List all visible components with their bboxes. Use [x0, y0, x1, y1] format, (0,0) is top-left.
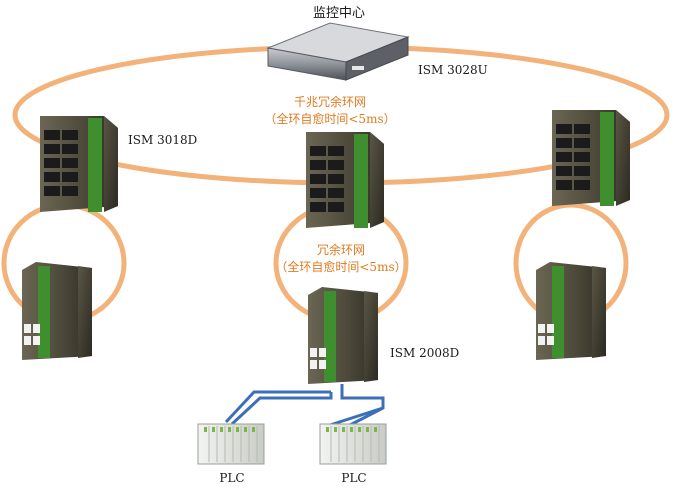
gigabit-ring-title: 千兆冗余环网 — [294, 94, 366, 109]
switch-ism3018d-center — [306, 132, 384, 228]
switch-ism2008d-left — [22, 262, 92, 360]
ism3018d-label: ISM 3018D — [128, 133, 197, 147]
plc-network-lines — [224, 384, 385, 427]
plc-right-label: PLC — [341, 471, 366, 485]
ism3028u-label: ISM 3028U — [418, 63, 488, 77]
plc-left — [197, 423, 265, 465]
redundant-ring-title: 冗余环网 — [317, 242, 365, 257]
gigabit-ring-subtitle: （全环自愈时间<5ms） — [264, 111, 395, 126]
monitor-center-label: 监控中心 — [313, 6, 365, 21]
plc-right — [319, 423, 387, 465]
switch-ism2008d-center — [308, 287, 378, 384]
ism2008d-label: ISM 2008D — [390, 346, 459, 360]
rack-switch-ism3028u — [266, 22, 410, 81]
switch-ism2008d-right — [536, 262, 606, 360]
switch-ism3018d-left — [40, 116, 118, 212]
plc-left-label: PLC — [219, 471, 244, 485]
switch-ism3018d-right — [552, 110, 630, 206]
redundant-ring-subtitle: （全环自愈时间<5ms） — [275, 259, 406, 274]
